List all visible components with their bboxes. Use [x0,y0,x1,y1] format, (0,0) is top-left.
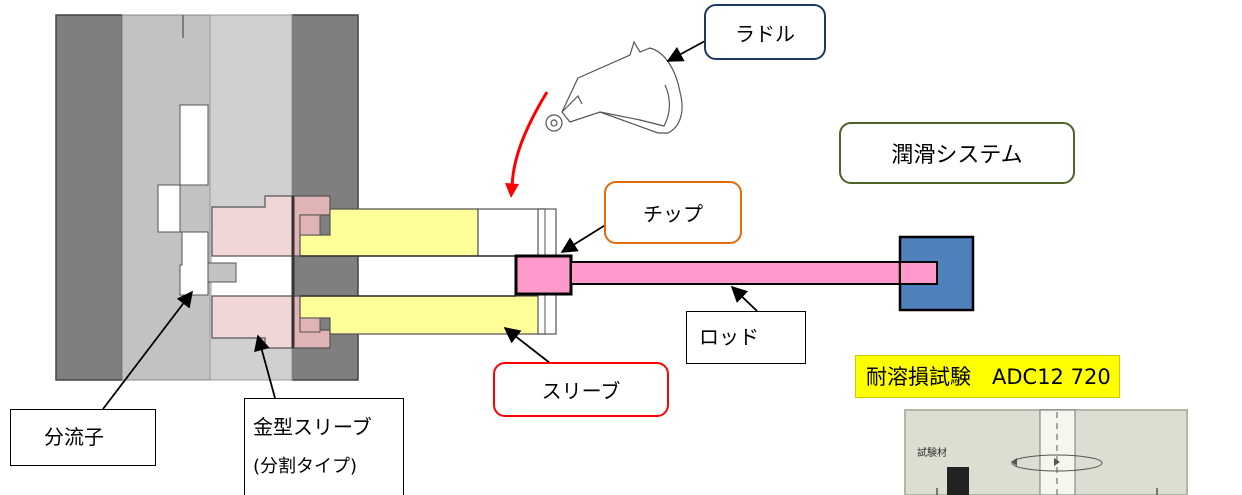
tip-label: チップ [604,181,742,244]
pour-opening [477,208,546,257]
test-photo [904,409,1188,495]
specimen-label: 試験材 [917,448,947,459]
sleeve-label: スリーブ [493,362,669,417]
lubrication-system-label: 潤滑システム [839,122,1075,184]
plunger-tip [514,254,573,296]
ladle-label: ラドル [704,4,826,60]
ladle-drawing [545,40,683,134]
erosion-test-banner: 耐溶損試験 ADC12 720 [855,355,1120,398]
rod-label: ロッド [686,311,806,364]
left-platen [55,14,123,381]
spreader-tip [207,262,237,283]
spreader-label: 分流子 [10,409,156,466]
shot-sleeve-lower [299,295,546,335]
pour-arrow [510,91,549,191]
mold-sleeve-line2: (分割タイプ) [253,456,358,477]
plunger-rod [570,261,938,285]
mold-sleeve-line1: 金型スリーブ [253,415,372,439]
mold-sleeve-label: 金型スリーブ (分割タイプ) [244,398,404,495]
